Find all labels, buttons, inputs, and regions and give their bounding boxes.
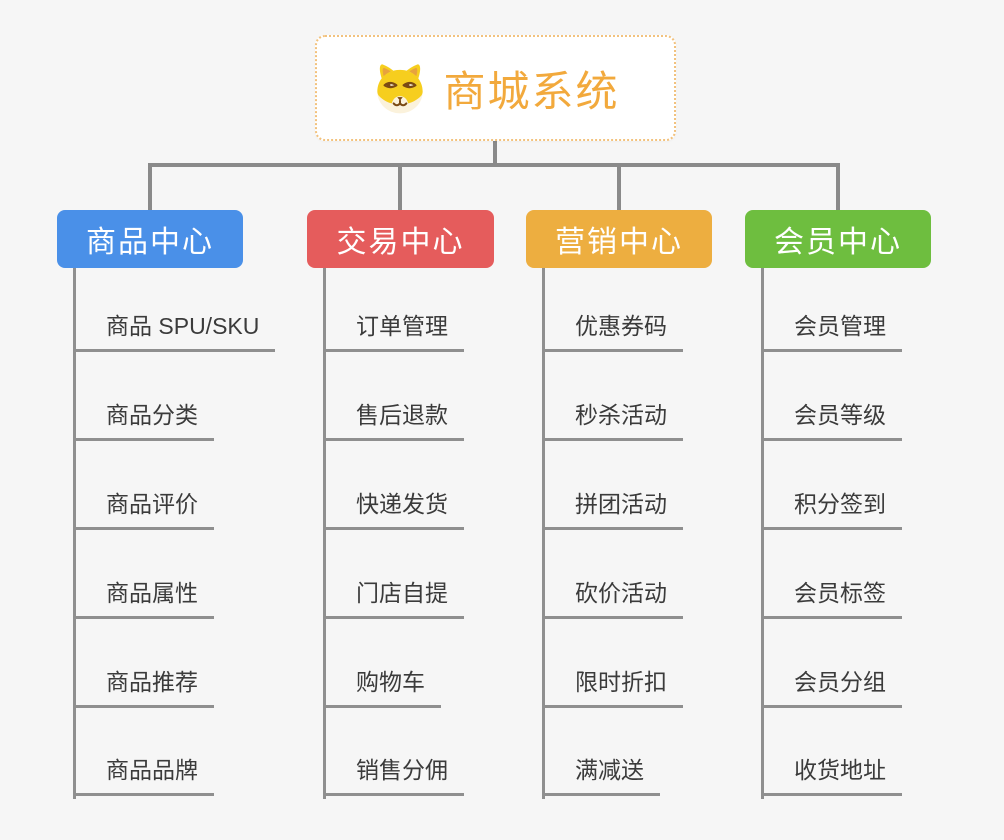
leaf-node-product-recommend[interactable]: 商品推荐 <box>73 659 214 708</box>
leaf-node-bargain[interactable]: 砍价活动 <box>542 570 683 619</box>
tree-line-product-center <box>73 268 76 799</box>
tree-line-member-center <box>761 268 764 799</box>
tree-line-marketing-center <box>542 268 545 799</box>
leaf-node-product-category[interactable]: 商品分类 <box>73 392 214 441</box>
branch-node-product-center[interactable]: 商品中心 <box>57 210 243 268</box>
leaf-node-shopping-cart[interactable]: 购物车 <box>323 659 441 708</box>
leaf-node-flash-sale[interactable]: 秒杀活动 <box>542 392 683 441</box>
leaf-node-product-review[interactable]: 商品评价 <box>73 481 214 530</box>
drop-line-member-center <box>836 163 840 212</box>
root-title: 商城系统 <box>443 67 620 115</box>
root-stem-line <box>493 140 497 167</box>
leaf-node-member-management[interactable]: 会员管理 <box>761 303 902 352</box>
branch-node-marketing-center[interactable]: 营销中心 <box>526 210 712 268</box>
leaf-node-store-pickup[interactable]: 门店自提 <box>323 570 464 619</box>
leaf-node-product-spu-sku[interactable]: 商品 SPU/SKU <box>73 303 276 352</box>
leaf-node-limited-time-discount[interactable]: 限时折扣 <box>542 659 683 708</box>
leaf-node-member-tag[interactable]: 会员标签 <box>761 570 902 619</box>
leaf-node-points-checkin[interactable]: 积分签到 <box>761 481 902 530</box>
leaf-node-sales-commission[interactable]: 销售分佣 <box>323 747 464 796</box>
leaf-node-shipping-address[interactable]: 收货地址 <box>761 747 902 796</box>
drop-line-trade-center <box>398 163 402 212</box>
drop-line-product-center <box>148 163 152 212</box>
tree-line-trade-center <box>323 268 326 799</box>
root-node[interactable]: 商城系统 <box>315 35 676 141</box>
leaf-node-group-buy[interactable]: 拼团活动 <box>542 481 683 530</box>
branch-node-member-center[interactable]: 会员中心 <box>745 210 931 268</box>
leaf-node-product-brand[interactable]: 商品品牌 <box>73 747 214 796</box>
leaf-node-product-attribute[interactable]: 商品属性 <box>73 570 214 619</box>
leaf-node-coupon-code[interactable]: 优惠券码 <box>542 303 683 352</box>
leaf-node-after-sale-refund[interactable]: 售后退款 <box>323 392 464 441</box>
leaf-node-member-group[interactable]: 会员分组 <box>761 659 902 708</box>
leaf-node-express-delivery[interactable]: 快递发货 <box>323 481 464 530</box>
leaf-node-order-management[interactable]: 订单管理 <box>323 303 464 352</box>
branch-node-trade-center[interactable]: 交易中心 <box>307 210 494 268</box>
branch-bus-line <box>148 163 840 167</box>
shiba-dog-icon <box>371 59 429 117</box>
leaf-node-member-level[interactable]: 会员等级 <box>761 392 902 441</box>
leaf-node-full-reduction[interactable]: 满减送 <box>542 747 660 796</box>
drop-line-marketing-center <box>617 163 621 212</box>
